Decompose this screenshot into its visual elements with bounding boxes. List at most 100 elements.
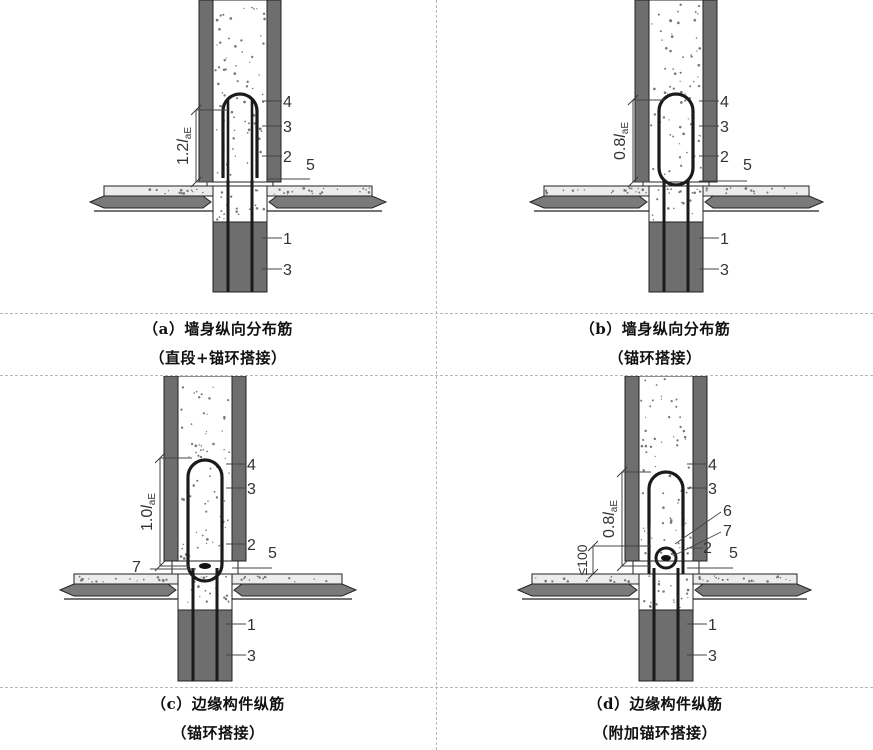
concrete-aggregate: [577, 189, 579, 191]
concrete-aggregate: [223, 449, 225, 451]
concrete-aggregate: [243, 7, 245, 10]
concrete-aggregate: [673, 72, 677, 76]
concrete-aggregate: [677, 542, 680, 545]
concrete-aggregate: [682, 429, 686, 433]
panel-c-caption-line2: （锚环搭接）: [171, 724, 265, 742]
concrete-aggregate: [246, 162, 249, 164]
concrete-aggregate: [675, 398, 678, 401]
concrete-aggregate: [223, 94, 226, 97]
concrete-aggregate: [669, 521, 673, 524]
concrete-aggregate: [742, 577, 745, 580]
panel-b-dimension-label: 0.8laE: [612, 122, 631, 160]
concrete-aggregate: [789, 579, 791, 582]
concrete-aggregate: [644, 444, 648, 448]
concrete-aggregate: [202, 191, 204, 194]
concrete-aggregate: [263, 17, 266, 21]
panel-d-crossbar-7: [661, 555, 671, 561]
concrete-aggregate: [225, 68, 228, 71]
concrete-aggregate: [669, 19, 672, 22]
concrete-aggregate: [679, 3, 682, 6]
concrete-aggregate: [669, 85, 672, 88]
concrete-aggregate: [672, 68, 674, 70]
panel-c-dimension-label-group: 1.0laE: [139, 493, 158, 531]
concrete-aggregate: [796, 192, 798, 194]
concrete-aggregate: [689, 123, 692, 126]
panel-d-dim2-label-group: ≤100: [574, 544, 590, 575]
concrete-aggregate: [199, 455, 203, 459]
concrete-aggregate: [248, 208, 251, 211]
concrete-aggregate: [675, 529, 677, 531]
concrete-aggregate: [196, 479, 199, 482]
concrete-aggregate: [258, 576, 261, 579]
concrete-aggregate: [670, 584, 672, 587]
concrete-aggregate: [685, 491, 688, 494]
concrete-aggregate: [202, 576, 206, 580]
concrete-aggregate: [693, 18, 697, 22]
concrete-aggregate: [748, 579, 750, 582]
concrete-aggregate: [199, 449, 202, 452]
concrete-aggregate: [212, 442, 215, 446]
concrete-aggregate: [179, 555, 183, 558]
concrete-aggregate: [697, 13, 699, 15]
concrete-aggregate: [679, 101, 683, 104]
concrete-aggregate: [206, 450, 209, 453]
concrete-aggregate: [224, 457, 226, 460]
concrete-aggregate: [666, 188, 669, 191]
concrete-aggregate: [204, 589, 207, 592]
concrete-aggregate: [261, 93, 264, 96]
concrete-aggregate: [610, 576, 613, 578]
upper-wall-core: [638, 376, 694, 562]
concrete-aggregate: [667, 416, 671, 419]
upper-wall-left-shell: [198, 0, 214, 183]
panel-d-leader-6: [674, 511, 722, 545]
concrete-aggregate: [651, 214, 654, 216]
concrete-aggregate: [209, 467, 212, 470]
concrete-aggregate: [205, 510, 208, 513]
panel-d-label-4: 4: [708, 457, 717, 474]
concrete-aggregate: [229, 195, 233, 198]
concrete-aggregate: [678, 125, 682, 129]
panel-b-label-3b: 3: [720, 262, 729, 279]
concrete-aggregate: [783, 187, 786, 189]
concrete-aggregate: [676, 21, 680, 25]
concrete-aggregate: [240, 39, 243, 42]
concrete-aggregate: [244, 120, 247, 123]
concrete-aggregate: [651, 537, 653, 539]
concrete-aggregate: [696, 188, 698, 191]
concrete-aggregate: [234, 155, 237, 157]
concrete-aggregate: [217, 66, 221, 69]
concrete-aggregate: [643, 527, 645, 529]
concrete-aggregate: [180, 192, 183, 195]
concrete-aggregate: [262, 42, 265, 45]
concrete-aggregate: [660, 395, 663, 398]
concrete-aggregate: [205, 575, 208, 578]
concrete-aggregate: [221, 430, 223, 432]
concrete-aggregate: [197, 585, 200, 588]
panel-a-caption-line1: （a）墙身纵向分布筋: [143, 320, 293, 338]
concrete-aggregate: [91, 581, 93, 583]
concrete-aggregate: [766, 580, 769, 583]
concrete-aggregate: [216, 129, 218, 131]
concrete-aggregate: [750, 189, 753, 192]
concrete-aggregate: [689, 536, 692, 539]
slab-joint-core: [212, 185, 268, 223]
concrete-aggregate: [286, 193, 289, 195]
panel-d-label-5: 5: [729, 545, 738, 562]
concrete-aggregate: [190, 423, 193, 426]
concrete-aggregate: [308, 189, 311, 192]
panel-d-label-6: 6: [723, 503, 732, 520]
concrete-aggregate: [750, 579, 753, 582]
concrete-aggregate: [729, 187, 732, 189]
lower-wall: [638, 609, 694, 682]
concrete-aggregate: [658, 580, 660, 583]
concrete-aggregate: [251, 6, 254, 9]
concrete-aggregate: [192, 484, 196, 487]
panel-b-label-3: 3: [720, 119, 729, 136]
concrete-aggregate: [660, 441, 663, 443]
concrete-aggregate: [88, 578, 90, 580]
concrete-aggregate: [657, 589, 660, 593]
concrete-aggregate: [685, 578, 689, 581]
concrete-aggregate: [655, 384, 658, 386]
concrete-aggregate: [286, 190, 290, 194]
